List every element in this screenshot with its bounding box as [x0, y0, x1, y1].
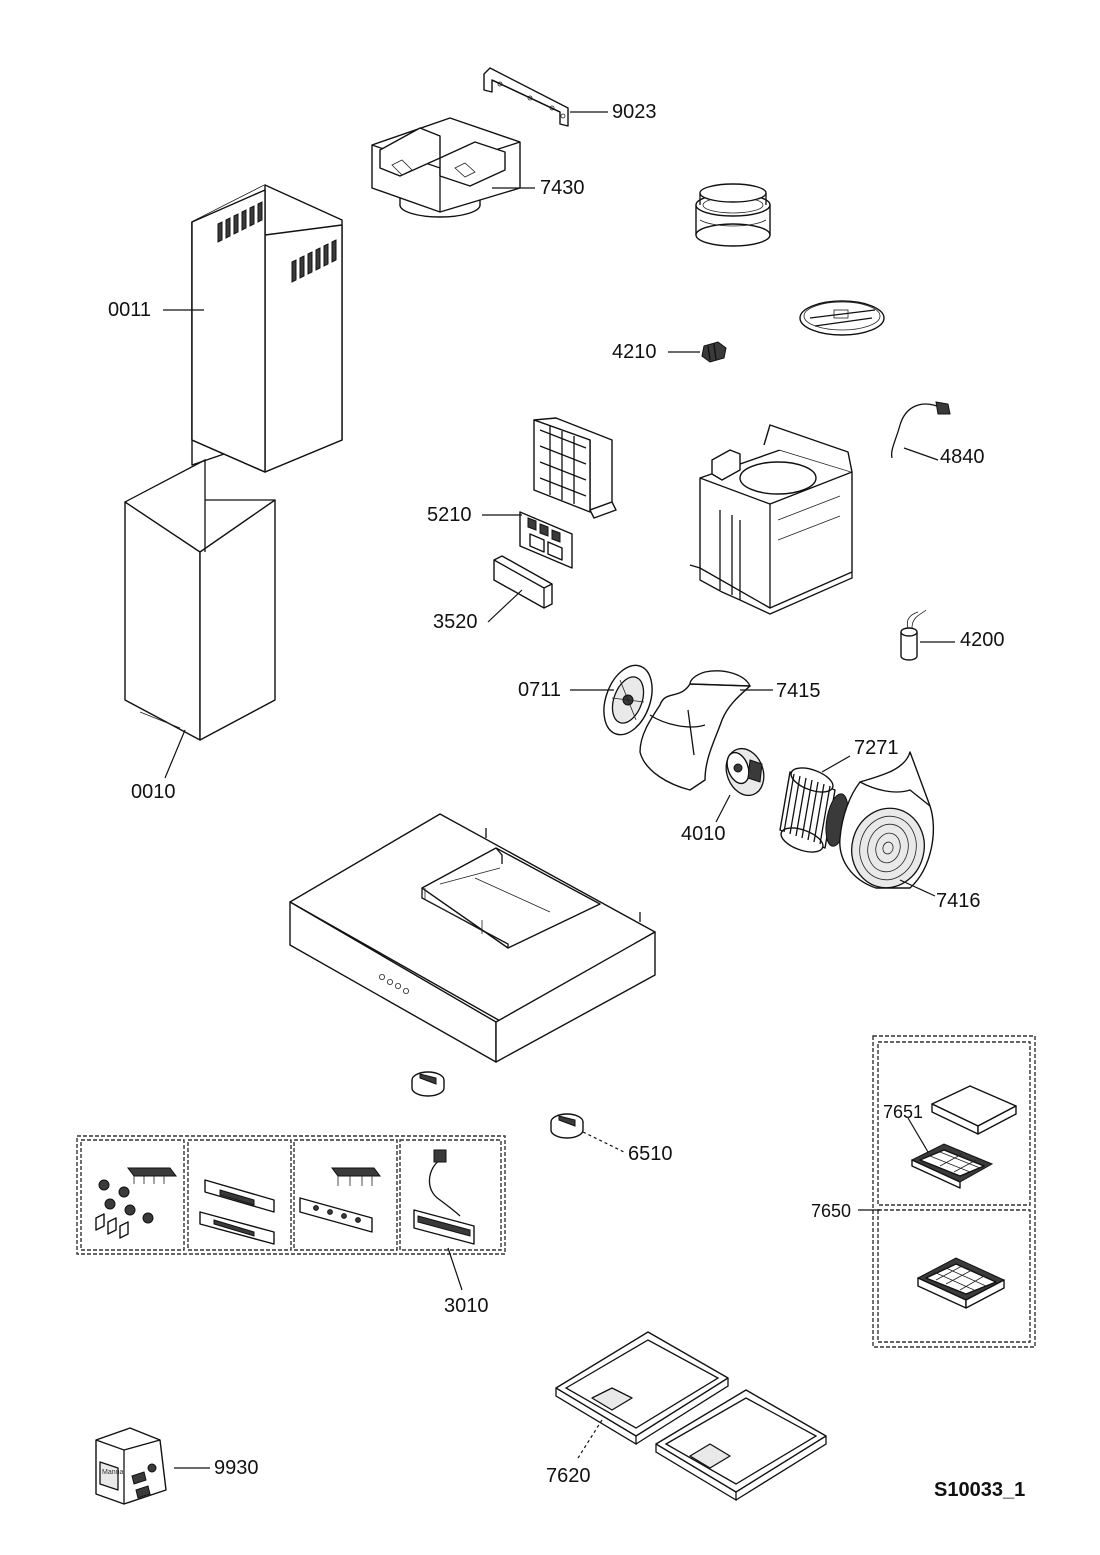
label-4010: 4010 — [681, 823, 726, 845]
label-7415: 7415 — [776, 680, 821, 702]
label-7620: 7620 — [546, 1465, 591, 1487]
part-9023-bracket — [483, 67, 608, 127]
label-3520: 3520 — [433, 611, 478, 633]
part-0711-motor-plate — [570, 664, 653, 736]
manual-text: Manual — [102, 1469, 125, 1476]
part-7650-carbon-filter-kit — [858, 1035, 1036, 1348]
part-9930-accessory-bag: Manual — [95, 1427, 210, 1505]
label-4200: 4200 — [960, 629, 1005, 651]
label-6510: 6510 — [628, 1143, 673, 1165]
label-7430: 7430 — [540, 177, 585, 199]
part-knob-loose — [411, 1071, 445, 1097]
label-0711: 0711 — [518, 679, 561, 701]
label-0011: 0011 — [108, 299, 151, 321]
part-4210-connector — [668, 341, 727, 363]
part-3520-cover — [487, 555, 553, 623]
label-7651: 7651 — [883, 1102, 923, 1122]
label-9930: 9930 — [214, 1457, 259, 1479]
part-7620-grease-filters — [555, 1331, 827, 1502]
part-7430-flap-valve — [371, 117, 535, 218]
part-0011-upper-chimney — [163, 184, 343, 473]
label-0010: 0010 — [131, 781, 176, 803]
label-4210: 4210 — [612, 341, 657, 363]
part-4200-capacitor — [900, 609, 955, 661]
part-4010-motor — [715, 747, 765, 823]
part-4840-cable — [890, 401, 951, 461]
label-5210: 5210 — [427, 504, 472, 526]
part-motor-housing-box — [689, 424, 853, 615]
label-7650: 7650 — [811, 1201, 851, 1221]
part-grease-cassette-frame — [533, 417, 617, 519]
label-3010: 3010 — [444, 1295, 489, 1317]
part-control-kits-group — [76, 1135, 506, 1291]
part-0010-lower-chimney — [124, 458, 276, 779]
part-7415-scroll-housing — [639, 670, 773, 791]
label-7416: 7416 — [936, 890, 981, 912]
label-9023: 9023 — [612, 101, 657, 123]
drawing-code: S10033_1 — [934, 1479, 1025, 1501]
label-7271: 7271 — [854, 737, 899, 759]
part-7416-fan-casing — [839, 751, 936, 897]
label-4840: 4840 — [940, 446, 985, 468]
part-round-plate — [799, 300, 885, 336]
part-hood-canopy — [289, 813, 656, 1063]
part-6510-knob — [550, 1113, 625, 1153]
part-duct-collar — [695, 183, 771, 247]
part-5210-control-board — [482, 511, 573, 569]
